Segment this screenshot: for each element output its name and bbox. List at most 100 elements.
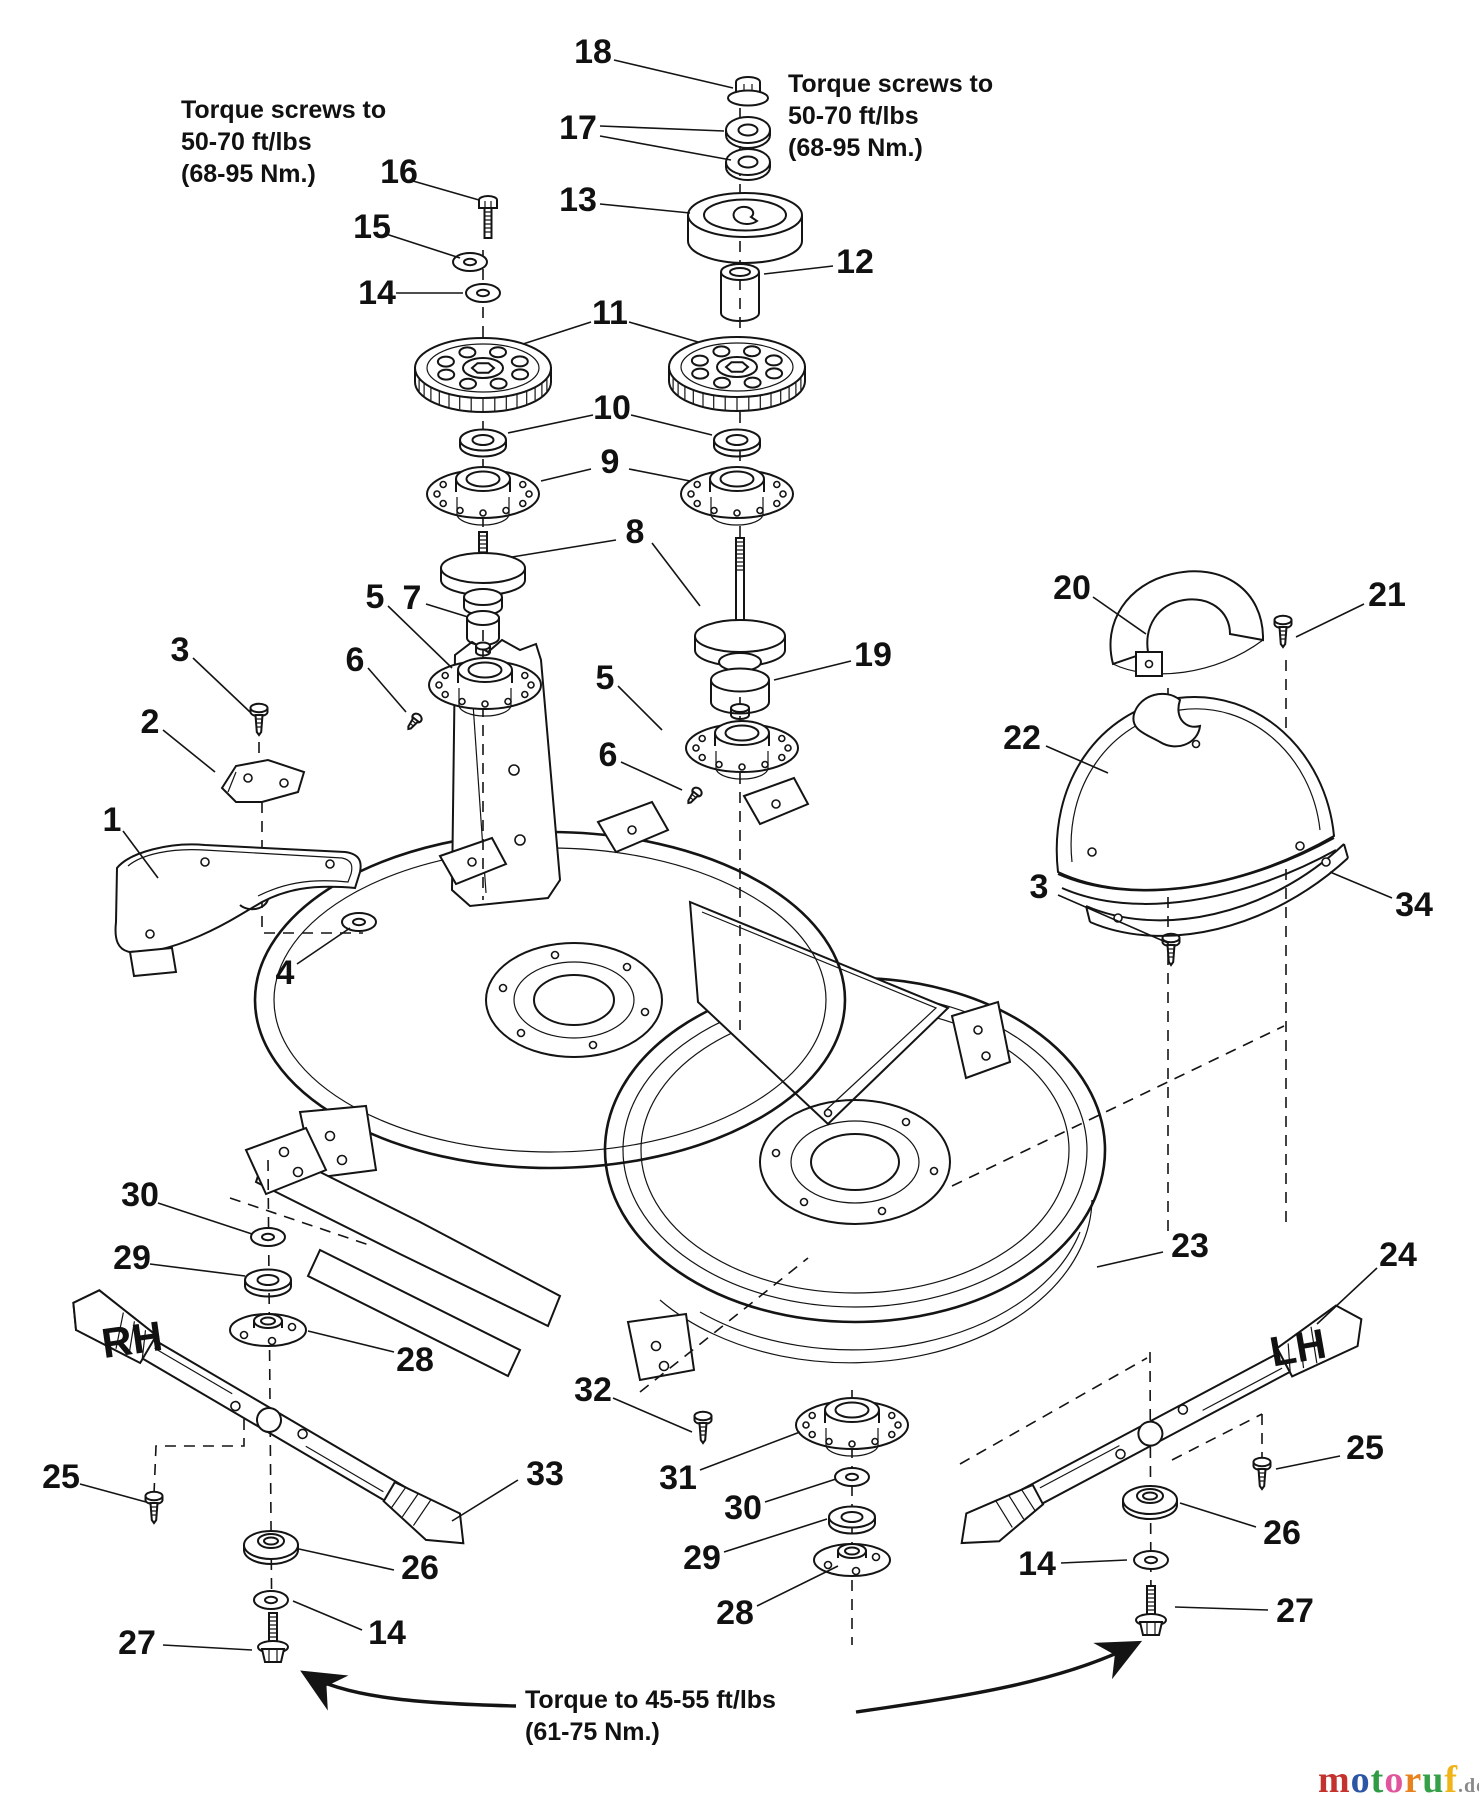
right-hand-blade [72,1289,465,1545]
leader-line-28 [756,1565,839,1607]
leader-line-15 [385,233,461,259]
callout-20: 20 [1053,569,1091,607]
bearing-10-left [459,428,507,458]
note-line: (68-95 Nm.) [788,134,923,162]
callout-32: 32 [574,1371,612,1409]
leader-line-20 [1092,596,1147,635]
leader-line-19 [773,660,852,681]
leader-line-32 [612,1397,693,1433]
cup-washer-26-right [1122,1485,1178,1520]
leader-line-22 [1045,745,1109,774]
leader-line-14 [1060,1559,1128,1564]
leader-line-9 [628,468,691,482]
washer-14-top [465,283,501,303]
leader-line-5 [617,685,663,731]
callout-27: 27 [118,1624,156,1662]
note-line: Torque to 45-55 ft/lbs [525,1686,776,1714]
callout-1: 1 [103,801,122,839]
callout-16: 16 [380,153,418,191]
center-spindle-hardware [693,1397,909,1577]
callout-3: 3 [171,631,190,669]
washer-30-left [250,1227,286,1247]
deck-front-hanger [244,1126,562,1378]
screw-32 [693,1410,713,1444]
callout-6: 6 [346,641,365,679]
callout-26: 26 [401,1549,439,1587]
callout-3: 3 [1030,868,1049,906]
leader-line-10 [507,414,594,434]
callout-25: 25 [42,1458,80,1496]
pulley-cup-13 [687,192,803,264]
callout-15: 15 [353,208,391,246]
callout-14: 14 [1018,1545,1056,1583]
blade-adapter-28-center [813,1543,891,1577]
screw-21 [1273,614,1293,648]
spindle-shaft-8-right [694,537,786,672]
washer-14-right [1133,1550,1169,1570]
callout-27: 27 [1276,1592,1314,1630]
leader-line-16 [412,180,480,201]
leader-line-34 [1329,871,1393,899]
leader-line-29 [723,1518,828,1553]
site-watermark-logo[interactable]: motoruf.de [1318,1759,1479,1800]
leader-line-25 [1275,1455,1341,1470]
callout-5: 5 [596,659,615,697]
screw-3-left [249,702,269,736]
leader-line-8 [511,539,617,558]
leader-line-24 [1316,1267,1378,1325]
leader-line-30 [764,1478,837,1503]
note-line: (61-75 Nm.) [525,1718,660,1746]
leader-line-21 [1295,603,1365,638]
callout-8: 8 [626,513,645,551]
guard-band-34 [1085,843,1349,937]
left-hand-blade [960,1304,1363,1545]
callout-11: 11 [592,294,628,332]
note-line: Torque screws to [181,96,387,124]
leader-line-23 [1096,1251,1164,1268]
right-spindle-ring [759,1099,951,1225]
callout-12: 12 [836,243,874,281]
callout-19: 19 [854,636,892,674]
callout-10: 10 [593,389,631,427]
leader-line-9 [540,468,592,482]
rh-blade-hardware [144,1227,307,1663]
callout-14: 14 [358,274,396,312]
right-cover-group [1055,570,1349,966]
callout-7: 7 [403,579,422,617]
blade-adapter-28-left [229,1313,307,1347]
leader-line-27 [162,1644,253,1651]
spindle-housing-9-left [426,466,540,526]
bearing-10-right [713,428,761,458]
blade-bolt-27-left [257,1612,289,1663]
deck-housing [244,638,1107,1382]
leader-line-6 [620,761,683,791]
callout-4: 4 [276,954,295,992]
callout-26: 26 [1263,1514,1301,1552]
callout-33: 33 [526,1455,564,1493]
leader-line-14 [292,1600,363,1631]
washer-15 [452,252,488,272]
callout-5: 5 [366,578,385,616]
leader-line-13 [599,203,691,214]
leader-line-29 [149,1263,246,1277]
leader-line-5 [387,605,453,669]
timing-pulley-11-left [414,337,552,413]
callout-6: 6 [599,736,618,774]
screw-3-right [1161,932,1181,966]
leader-line-2 [162,729,216,773]
bearing-29-left [244,1268,292,1298]
leader-line-10 [630,414,713,436]
cup-washer-26-left [243,1530,299,1565]
callout-34: 34 [1395,886,1433,924]
torque-note-bottom: Torque to 45-55 ft/lbs (61-75 Nm.) [525,1684,776,1748]
blade-bolt-27-right [1135,1585,1167,1636]
note-line: 50-70 ft/lbs [181,128,312,156]
washer-14-left [253,1590,289,1610]
leader-line-12 [763,265,834,275]
left-cover-group [114,702,377,978]
bolt-16 [478,195,498,239]
cover-clamp-20 [1109,570,1265,677]
leader-line-17 [599,125,725,132]
leader-line-26 [298,1548,395,1571]
